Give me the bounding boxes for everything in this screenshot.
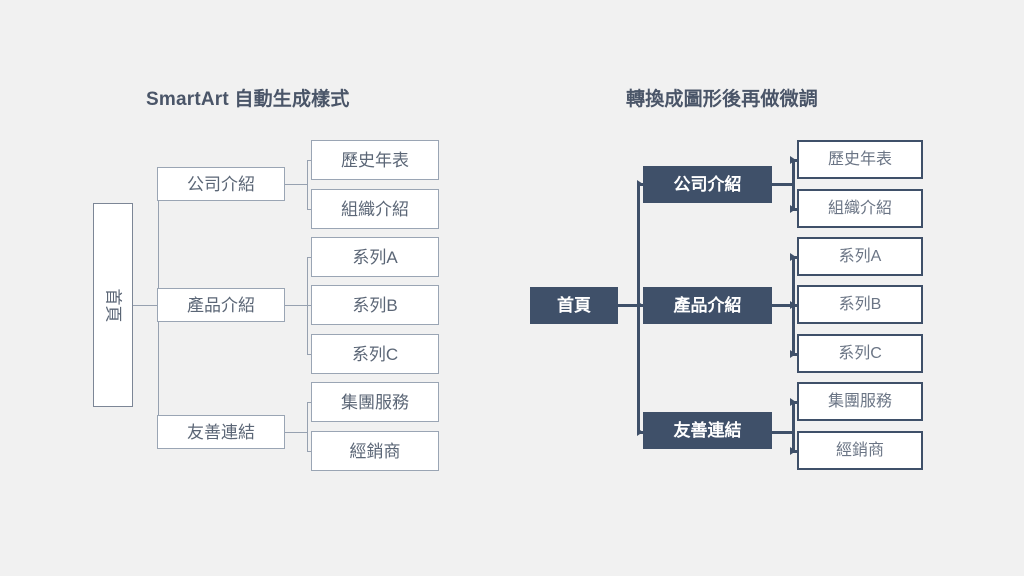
- node-label: 歷史年表: [827, 150, 892, 168]
- node-left-l2-series-c[interactable]: 系列C: [311, 334, 439, 374]
- connector-l1-3-fan: [307, 402, 308, 451]
- node-label: 系列A: [352, 247, 398, 267]
- node-label: 系列A: [838, 247, 882, 265]
- arrowhead-icon: [637, 301, 643, 309]
- arrowhead-icon: [790, 447, 796, 455]
- connector-l1-2-to-c1: [307, 257, 312, 258]
- node-label: 系列B: [352, 295, 398, 315]
- connector-l1-3-to-c2: [307, 451, 312, 452]
- node-left-l2-dealer[interactable]: 經銷商: [311, 431, 439, 471]
- node-label: 產品介紹: [187, 295, 255, 315]
- node-label: 集團服務: [341, 392, 409, 412]
- node-left-l1-company[interactable]: 公司介紹: [157, 167, 285, 201]
- node-label: 系列C: [838, 344, 882, 362]
- node-left-l2-series-b[interactable]: 系列B: [311, 285, 439, 325]
- arrowhead-icon: [790, 205, 796, 213]
- connector-right-l1-1-out: [772, 183, 794, 186]
- arrowhead-icon: [790, 301, 796, 309]
- node-right-l2-org[interactable]: 組織介紹: [797, 189, 923, 228]
- node-label: 組織介紹: [341, 199, 409, 219]
- arrowhead-icon: [790, 398, 796, 406]
- node-label: 首頁: [557, 296, 591, 315]
- page-title-left: SmartArt 自動生成樣式: [146, 89, 350, 110]
- node-left-l2-series-a[interactable]: 系列A: [311, 237, 439, 277]
- node-label: 公司介紹: [673, 175, 742, 194]
- connector-l1-3-out: [285, 432, 307, 433]
- connector-l1-2-to-c2: [307, 305, 312, 306]
- connector-l1-1-to-c1: [307, 160, 312, 161]
- node-left-root-home[interactable]: 首頁: [93, 203, 133, 407]
- node-right-root-home[interactable]: 首頁: [530, 287, 618, 324]
- connector-l1-2-to-c3: [307, 354, 312, 355]
- connector-l1-2-out: [285, 305, 307, 306]
- connector-l1-3-to-c1: [307, 402, 312, 403]
- node-label: 系列C: [351, 344, 399, 364]
- arrowhead-icon: [790, 156, 796, 164]
- node-right-l2-dealer[interactable]: 經銷商: [797, 431, 923, 470]
- arrowhead-icon: [790, 253, 796, 261]
- node-right-l2-series-b[interactable]: 系列B: [797, 285, 923, 324]
- arrowhead-icon: [637, 428, 643, 436]
- arrowhead-icon: [790, 350, 796, 358]
- node-label: 組織介紹: [827, 199, 892, 217]
- node-left-l2-history[interactable]: 歷史年表: [311, 140, 439, 180]
- connector-l1-1-out: [285, 184, 307, 185]
- connector-l1-1-fan: [307, 160, 308, 209]
- connector-right-l1-1-fan: [792, 159, 795, 211]
- node-left-l1-product[interactable]: 產品介紹: [157, 288, 285, 322]
- node-right-l1-links[interactable]: 友善連結: [643, 412, 772, 449]
- arrowhead-icon: [637, 180, 643, 188]
- node-label: 產品介紹: [673, 296, 742, 315]
- node-left-l2-org[interactable]: 組織介紹: [311, 189, 439, 229]
- node-label: 友善連結: [673, 421, 742, 440]
- node-right-l2-series-c[interactable]: 系列C: [797, 334, 923, 373]
- connector-right-l1-3-out: [772, 431, 794, 434]
- node-label: 友善連結: [187, 422, 255, 442]
- node-left-l2-group-service[interactable]: 集團服務: [311, 382, 439, 422]
- connector-right-l1-2-out: [772, 304, 794, 307]
- node-right-l2-series-a[interactable]: 系列A: [797, 237, 923, 276]
- connector-root-spine: [133, 305, 158, 306]
- node-left-l1-links[interactable]: 友善連結: [157, 415, 285, 449]
- node-label: 系列B: [838, 295, 882, 313]
- node-label: 經銷商: [349, 441, 401, 461]
- connector-right-root-spine: [616, 304, 640, 307]
- page-title-right: 轉換成圖形後再做微調: [626, 89, 819, 110]
- node-right-l2-history[interactable]: 歷史年表: [797, 140, 923, 179]
- connector-right-l1-3-fan: [792, 401, 795, 453]
- node-label: 集團服務: [827, 392, 892, 410]
- node-right-l1-company[interactable]: 公司介紹: [643, 166, 772, 203]
- connector-l1-1-to-c2: [307, 209, 312, 210]
- node-label: 首頁: [103, 288, 123, 322]
- node-label: 歷史年表: [341, 150, 409, 170]
- node-label: 公司介紹: [187, 174, 255, 194]
- node-label: 經銷商: [835, 441, 884, 459]
- node-right-l2-group-service[interactable]: 集團服務: [797, 382, 923, 421]
- node-right-l1-product[interactable]: 產品介紹: [643, 287, 772, 324]
